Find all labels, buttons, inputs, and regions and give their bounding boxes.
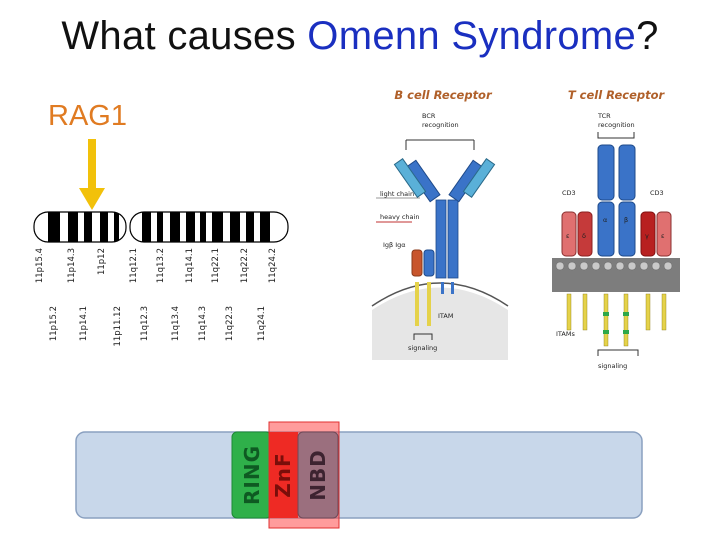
band-label-upper-2: 11p12 — [97, 248, 107, 275]
band-label-lower-5: 11q14.3 — [198, 306, 208, 341]
delta-label: δ — [582, 232, 586, 240]
band-label-lower-6: 11q22.3 — [225, 306, 235, 341]
band-label-upper-3: 11q12.1 — [129, 248, 139, 283]
znf-label: ZnF — [271, 452, 295, 497]
b-recognition-label: BCR — [422, 112, 436, 120]
b-cell-receptor-figure: B cell Receptor BCR recognition light ch… — [371, 88, 509, 360]
znf-domain — [269, 432, 298, 518]
band-label-upper-1: 11p14.3 — [67, 248, 77, 283]
b-signaling-label: signaling — [408, 344, 437, 352]
gene-label: RAG1 — [48, 100, 127, 132]
title-prefix: What causes — [61, 14, 308, 58]
band-label-upper-5: 11q14.1 — [185, 248, 195, 283]
ig-label: Igβ Igα — [383, 241, 406, 249]
band-label-upper-0: 11p15.4 — [35, 248, 45, 283]
rag1-protein-diagram: RING ZnF NBD — [75, 421, 643, 529]
t-cell-receptor-figure: T cell Receptor TCR recognition α β ε δ … — [552, 88, 680, 370]
t-signaling-label: signaling — [598, 362, 627, 370]
itam-label: ITAM — [438, 312, 453, 320]
heavy-chain-label: heavy chain — [380, 213, 419, 221]
protein-backbone — [75, 431, 643, 519]
band-label-lower-7: 11q24.1 — [257, 306, 267, 341]
locus-arrow — [79, 139, 105, 210]
ring-label: RING — [240, 445, 264, 505]
cd3-right-label: CD3 — [650, 189, 664, 197]
band-label-upper-6: 11q22.1 — [211, 248, 221, 283]
cd3-left-label: CD3 — [562, 189, 576, 197]
band-label-lower-4: 11q13.4 — [171, 306, 181, 341]
epsilon-right-label: ε — [661, 232, 665, 240]
title-suffix: ? — [636, 14, 659, 58]
light-chain-label: light chain — [380, 190, 414, 198]
band-label-upper-4: 11q13.2 — [156, 248, 166, 283]
chromosome-ideogram: 11p15.4 11p14.3 11p12 11q12.1 11q13.2 11q14.1… — [33, 211, 289, 347]
alpha-label: α — [603, 216, 607, 224]
band-label-lower-3: 11q12.3 — [140, 306, 150, 341]
band-label-lower-1: 11p14.1 — [79, 306, 89, 341]
page-title: What causes Omenn Syndrome? — [0, 14, 720, 59]
b-cell-title: B cell Receptor — [394, 88, 493, 102]
title-highlight: Omenn Syndrome — [307, 14, 637, 58]
tcr-label: TCR — [597, 112, 611, 120]
svg-text:recognition: recognition — [598, 121, 635, 129]
band-label-lower-2: 11p11.12 — [113, 306, 123, 347]
beta-label: β — [624, 216, 628, 224]
band-label-upper-8: 11q24.2 — [268, 248, 278, 283]
nbd-domain — [297, 431, 339, 519]
svg-text:recognition: recognition — [422, 121, 459, 129]
t-cell-title: T cell Receptor — [568, 88, 666, 102]
band-label-lower-0: 11p15.2 — [49, 306, 59, 341]
itams-label: ITAMs — [556, 330, 575, 338]
band-label-upper-7: 11q22.2 — [240, 248, 250, 283]
gamma-label: γ — [645, 232, 649, 240]
nbd-label: NBD — [306, 449, 330, 501]
epsilon-left-label: ε — [566, 232, 570, 240]
